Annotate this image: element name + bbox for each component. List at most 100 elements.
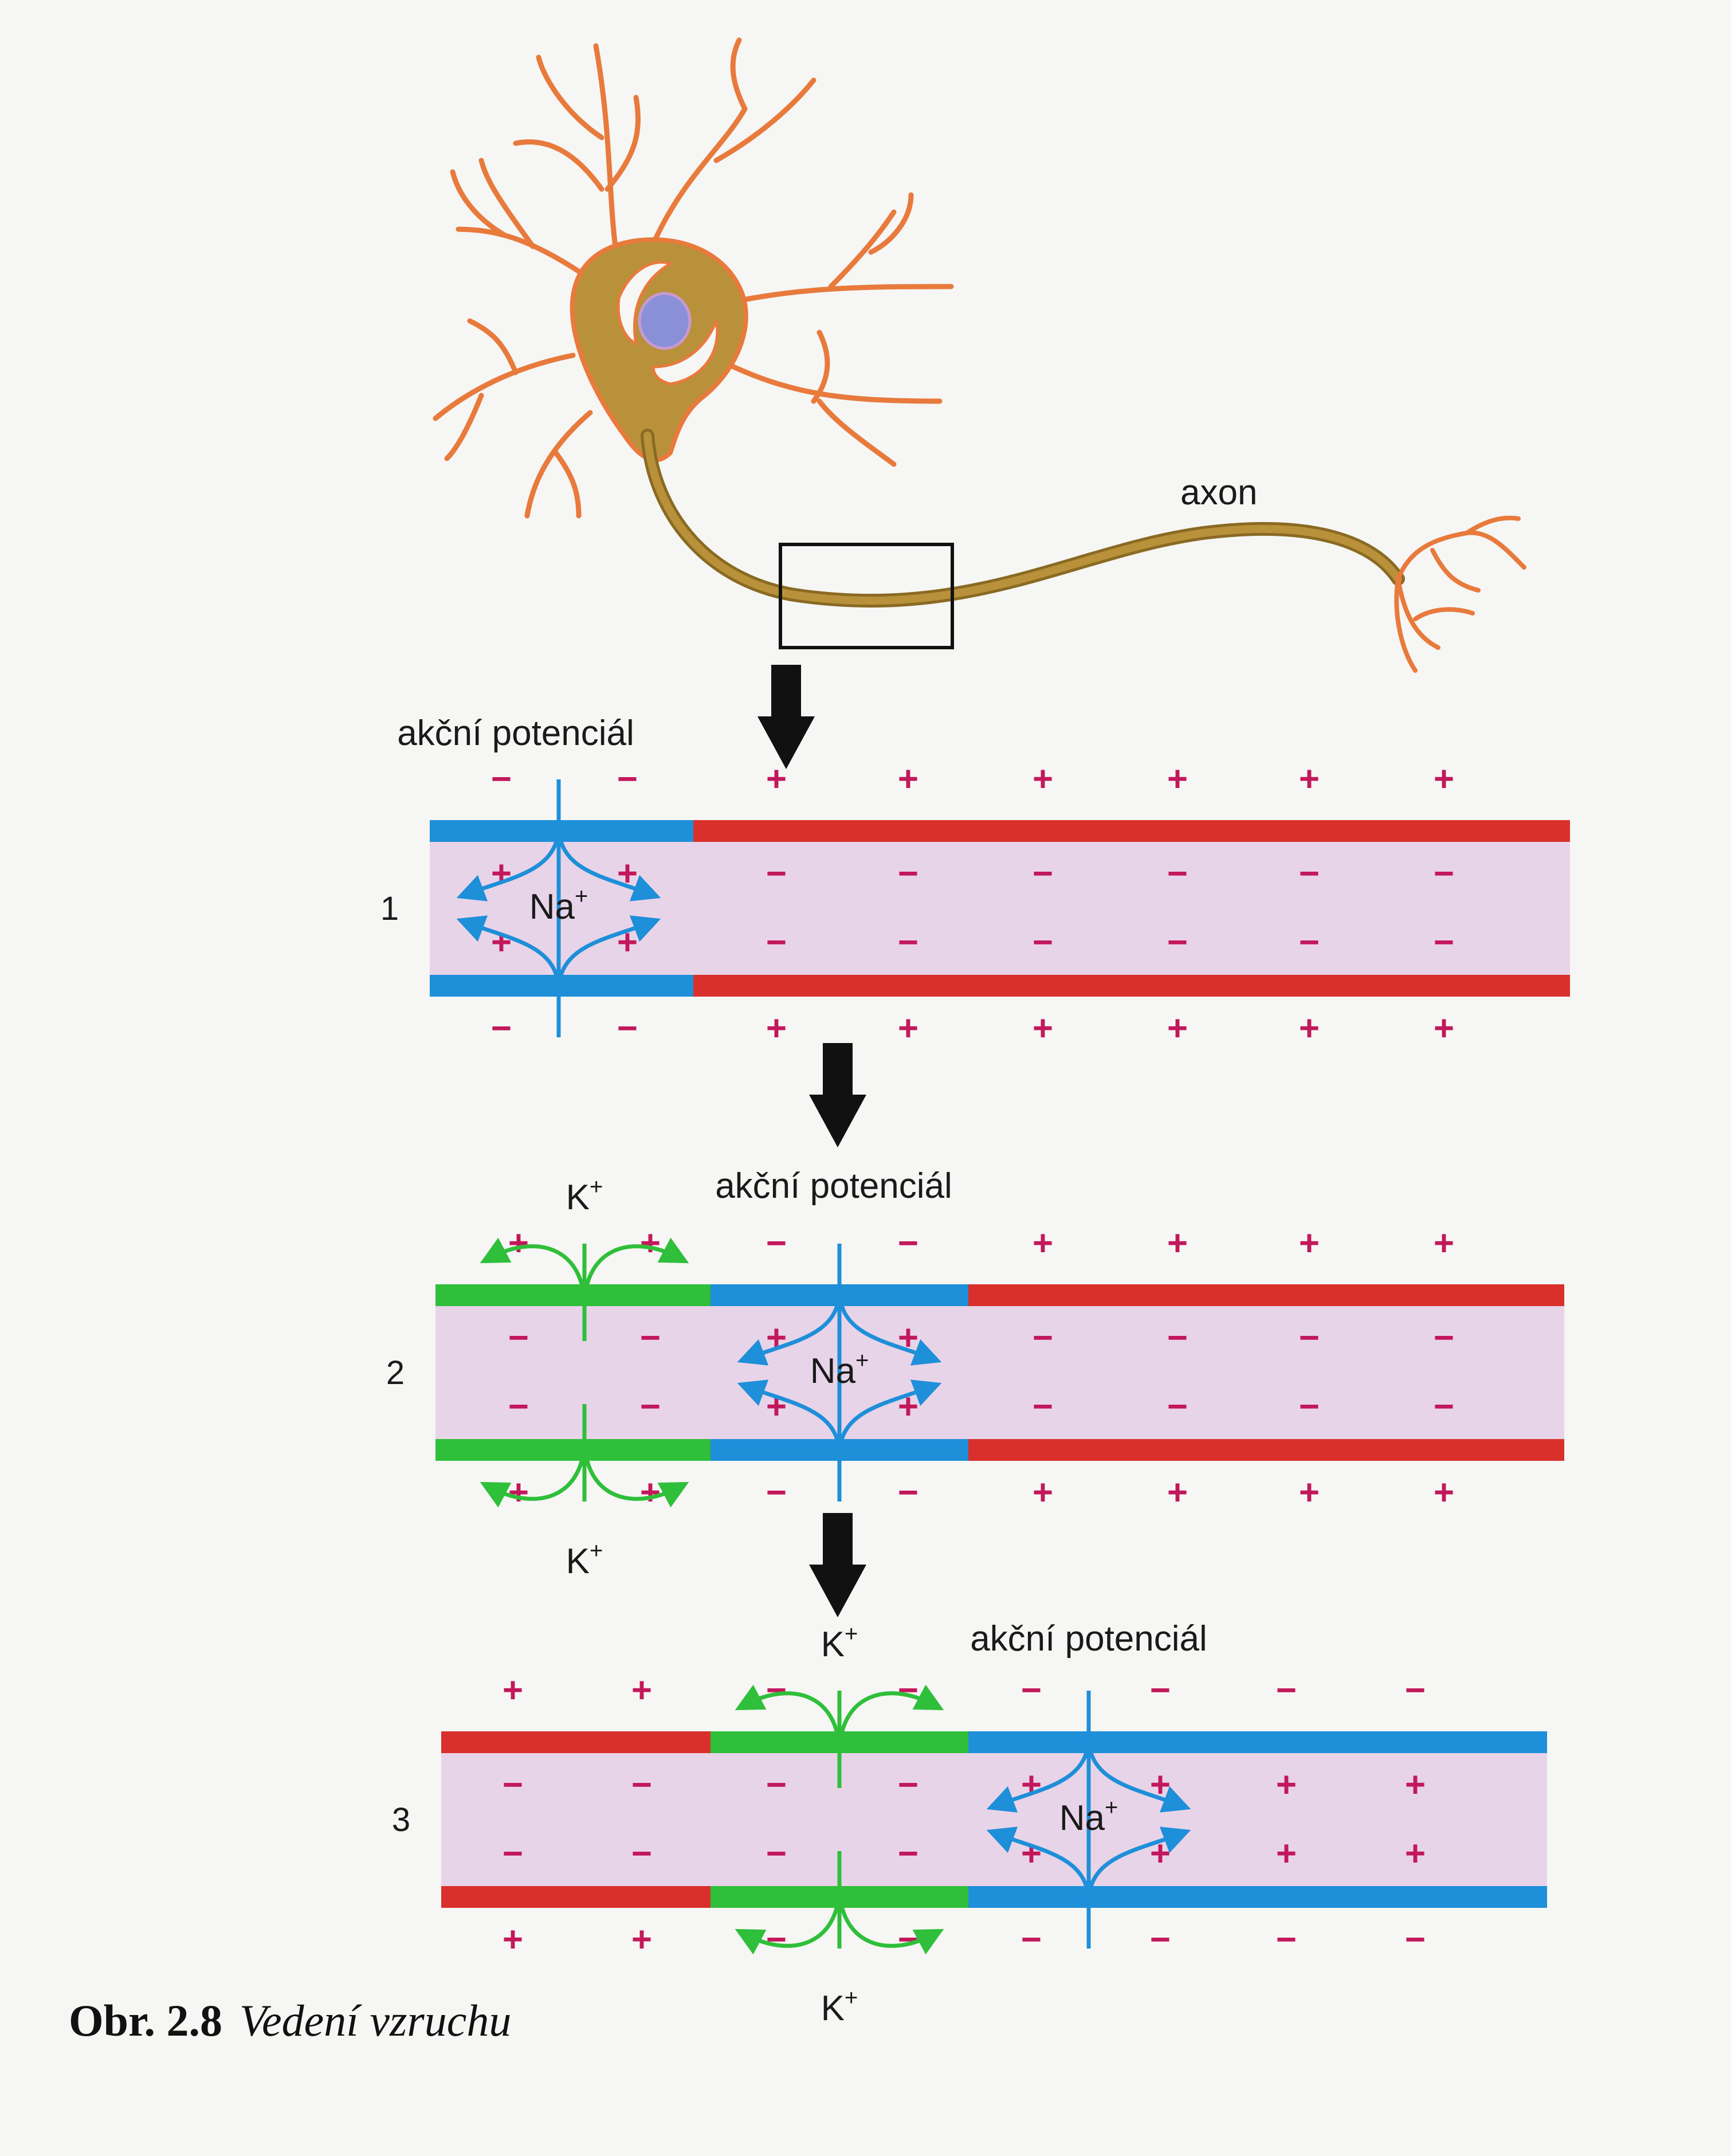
na-ion-label-symbol: Na xyxy=(1059,1798,1105,1838)
dendrites xyxy=(433,37,954,519)
minus-sign-inside: − xyxy=(503,1765,523,1805)
plus-sign-inside: + xyxy=(1276,1834,1297,1873)
minus-sign-inside: − xyxy=(508,1387,529,1426)
plus-sign-inside: + xyxy=(1405,1765,1426,1805)
k-ion-label-charge: + xyxy=(590,1174,603,1199)
na-influx-arrow xyxy=(986,1736,1091,1813)
plus-sign-outside: + xyxy=(1434,1009,1454,1048)
minus-sign-inside: − xyxy=(631,1765,652,1805)
k-ion-label: K+ xyxy=(821,1985,858,2028)
membrane-segment-top xyxy=(693,820,1570,842)
na-ion-label: Na+ xyxy=(1059,1795,1118,1838)
k-efflux-arrow xyxy=(837,1684,944,1754)
k-ion-label: K+ xyxy=(566,1538,603,1581)
minus-sign-inside: − xyxy=(1033,923,1053,962)
na-influx-arrow xyxy=(837,1379,942,1456)
plus-sign-outside: + xyxy=(640,1473,661,1512)
panel-number: 2 xyxy=(386,1354,405,1391)
k-ion-label-charge: + xyxy=(845,1621,858,1647)
na-influx-arrow xyxy=(1086,1736,1191,1813)
plus-sign-outside: + xyxy=(1033,1473,1053,1512)
na-ion-label-charge: + xyxy=(1105,1795,1118,1820)
minus-sign-inside: − xyxy=(766,1834,787,1873)
axon-terminals xyxy=(1394,515,1526,673)
nucleus xyxy=(638,292,692,350)
na-ion-label: Na+ xyxy=(529,884,588,927)
plus-sign-outside: + xyxy=(1434,1473,1454,1512)
minus-sign-inside: − xyxy=(1167,1318,1188,1358)
plus-sign-outside: + xyxy=(1299,1009,1320,1048)
minus-sign-inside: − xyxy=(1167,854,1188,893)
minus-sign-outside: − xyxy=(617,1009,638,1048)
minus-sign-inside: − xyxy=(640,1387,661,1426)
minus-sign-inside: − xyxy=(898,1834,919,1873)
cell-vacuole xyxy=(617,261,672,346)
k-ion-label-charge: + xyxy=(590,1538,603,1563)
action-potential-label: akční potenciál xyxy=(715,1166,952,1206)
minus-sign-inside: − xyxy=(1434,1318,1454,1358)
plus-sign-outside: + xyxy=(1299,1224,1320,1263)
plus-sign-inside: + xyxy=(1021,1834,1042,1873)
neuron xyxy=(433,37,1526,673)
panel-number: 3 xyxy=(392,1801,410,1839)
minus-sign-outside: − xyxy=(1021,1920,1042,1959)
down-arrow xyxy=(757,665,815,769)
minus-sign-outside: − xyxy=(1150,1671,1171,1710)
plus-sign-outside: + xyxy=(631,1920,652,1959)
minus-sign-inside: − xyxy=(1033,1318,1053,1358)
plus-sign-inside: + xyxy=(491,854,512,893)
minus-sign-inside: − xyxy=(1434,923,1454,962)
k-efflux-arrow xyxy=(837,1885,944,1955)
plus-sign-outside: + xyxy=(1299,1473,1320,1512)
na-influx-arrow xyxy=(737,1379,842,1456)
plus-sign-outside: + xyxy=(766,1009,787,1048)
plus-sign-outside: + xyxy=(503,1920,523,1959)
na-ion-label-symbol: Na xyxy=(810,1351,856,1391)
plus-sign-outside: + xyxy=(631,1671,652,1710)
plus-sign-outside: + xyxy=(1434,1224,1454,1263)
plus-sign-inside: + xyxy=(1021,1765,1042,1805)
na-ion-label-charge: + xyxy=(575,884,588,909)
flow-arrows xyxy=(757,665,866,1617)
minus-sign-outside: − xyxy=(898,1671,919,1710)
minus-sign-outside: − xyxy=(898,1473,919,1512)
minus-sign-inside: − xyxy=(1434,1387,1454,1426)
membrane-segment-top xyxy=(441,1731,711,1753)
na-ion-label-charge: + xyxy=(855,1348,869,1373)
minus-sign-outside: − xyxy=(1276,1671,1297,1710)
panel-number: 1 xyxy=(380,890,399,927)
caption-title: Vedení vzruchu xyxy=(240,1996,512,2045)
na-influx-arrow xyxy=(556,915,661,992)
minus-sign-outside: − xyxy=(617,759,638,799)
action-potential-label: akční potenciál xyxy=(970,1619,1207,1659)
k-ion-label-symbol: K xyxy=(821,1989,845,2028)
axoplasm xyxy=(435,1295,1564,1450)
k-efflux-arrow xyxy=(582,1237,689,1307)
k-efflux-arrow xyxy=(582,1438,689,1508)
minus-sign-outside: − xyxy=(491,759,512,799)
minus-sign-inside: − xyxy=(1033,1387,1053,1426)
minus-sign-inside: − xyxy=(898,923,919,962)
minus-sign-inside: − xyxy=(1434,854,1454,893)
plus-sign-outside: + xyxy=(766,759,787,799)
k-efflux-arrow xyxy=(735,1684,842,1754)
membrane-segment-bottom xyxy=(968,1886,1547,1908)
axoplasm xyxy=(430,831,1570,986)
membrane-segment-bottom xyxy=(441,1886,711,1908)
k-efflux-arrow xyxy=(735,1885,842,1955)
cell-vacuole xyxy=(651,319,719,386)
membrane-segment-bottom xyxy=(968,1439,1564,1461)
na-influx-arrow xyxy=(556,825,661,901)
na-ion-label-symbol: Na xyxy=(529,887,575,927)
plus-sign-inside: + xyxy=(1276,1765,1297,1805)
minus-sign-inside: − xyxy=(508,1318,529,1358)
minus-sign-outside: − xyxy=(766,1224,787,1263)
minus-sign-inside: − xyxy=(1299,923,1320,962)
plus-sign-outside: + xyxy=(508,1473,529,1512)
k-ion-label: K+ xyxy=(821,1621,858,1664)
minus-sign-outside: − xyxy=(766,1920,787,1959)
minus-sign-inside: − xyxy=(766,923,787,962)
k-ion-label: K+ xyxy=(566,1174,603,1217)
